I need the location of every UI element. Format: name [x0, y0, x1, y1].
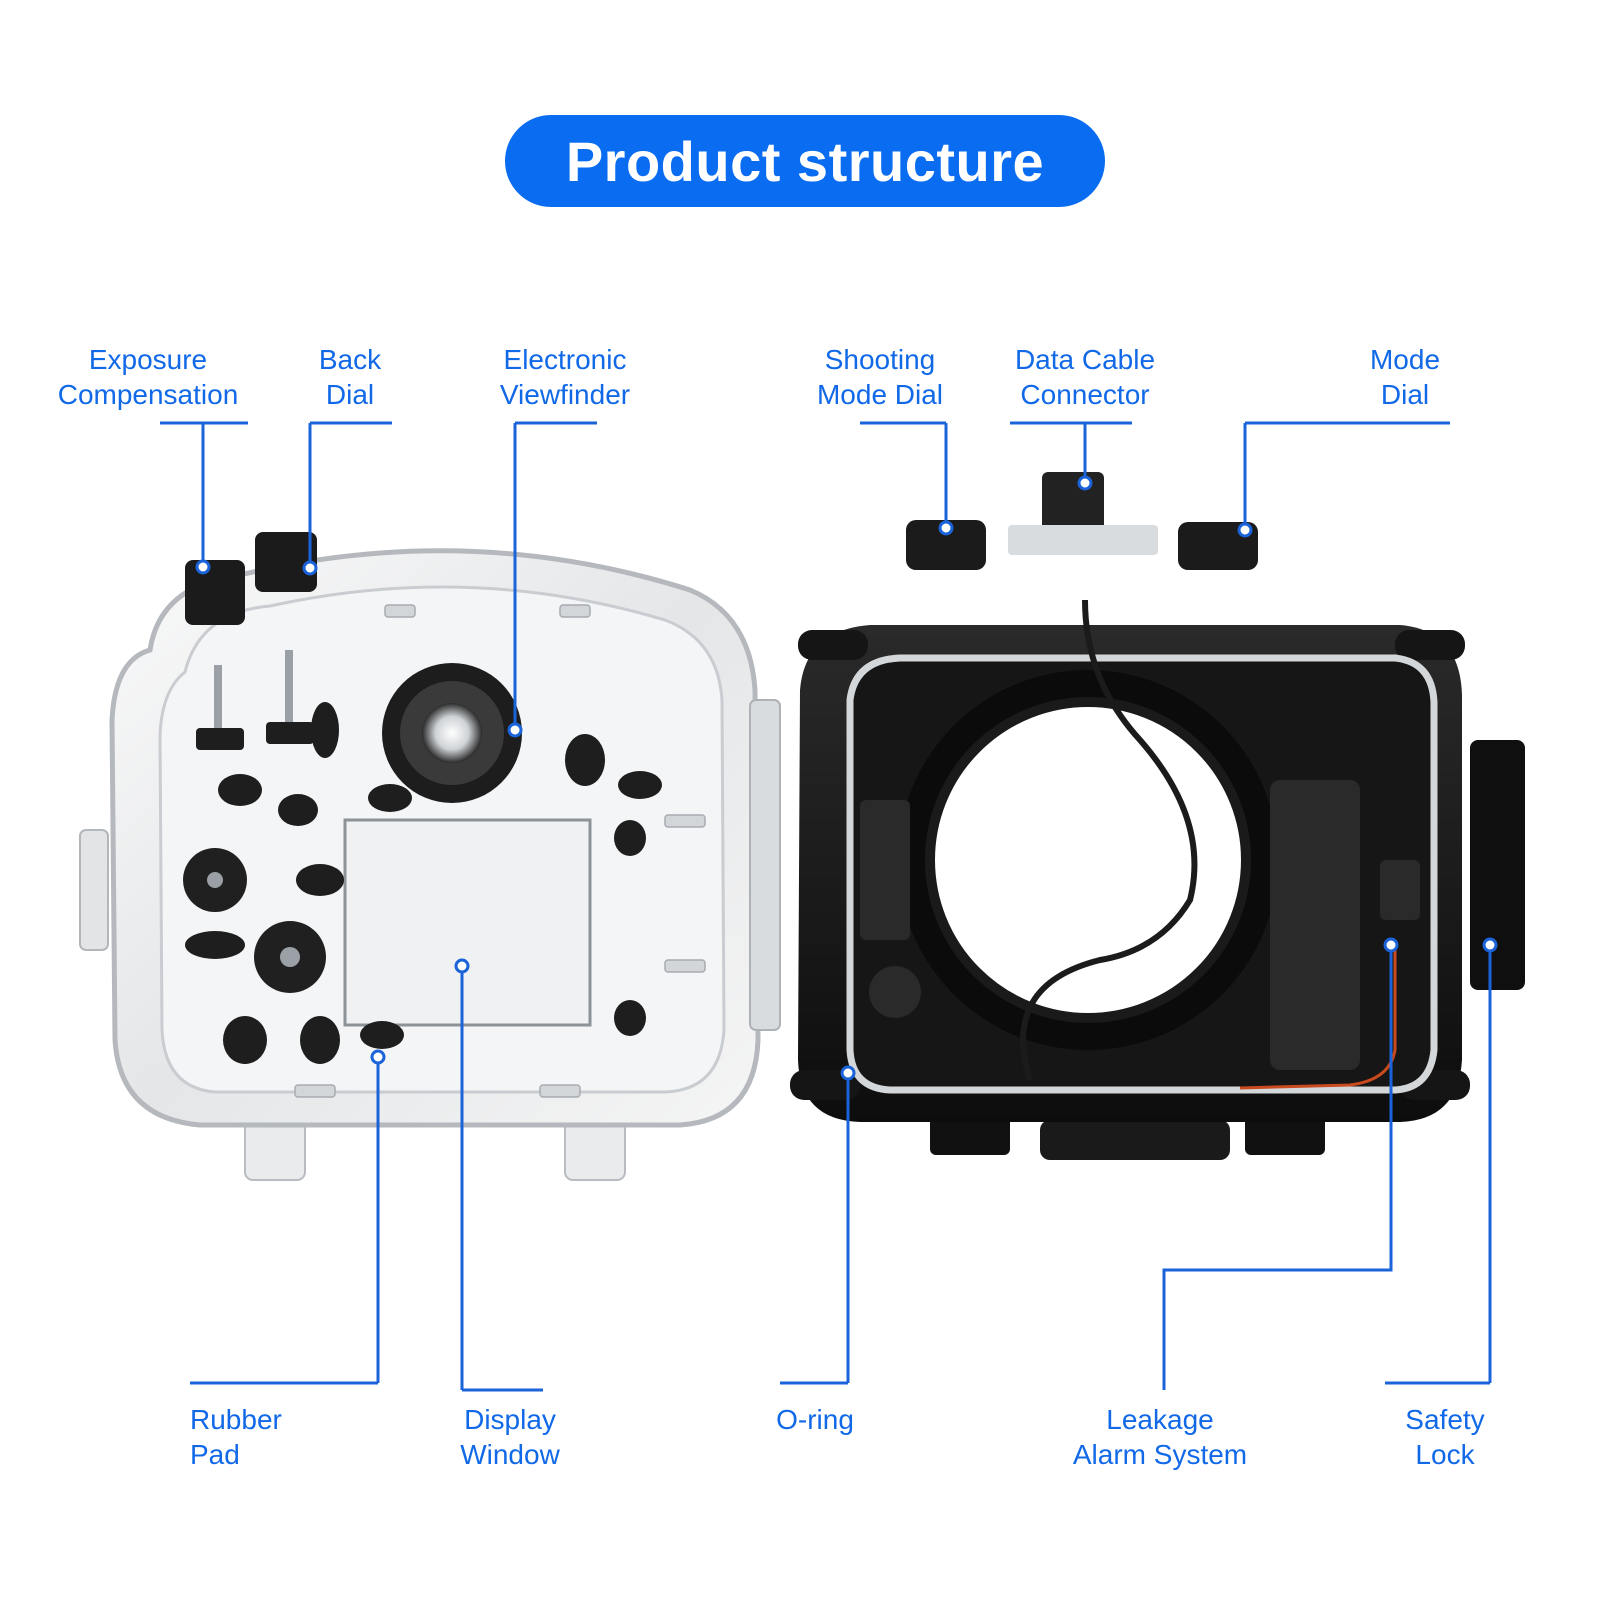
label-electronic-viewfinder: Electronic Viewfinder — [499, 344, 631, 410]
label-shooting-mode-dial: Shooting Mode Dial — [816, 344, 944, 410]
leader-lines — [160, 421, 1492, 1392]
o-ring-marker — [840, 1065, 856, 1081]
label-data-cable-connector: Data Cable Connector — [1014, 344, 1156, 410]
safety-lock-marker — [1482, 937, 1498, 953]
shooting-mode-dial-marker — [938, 520, 954, 536]
label-exposure-compensation: Exposure Compensation — [57, 344, 239, 410]
label-display-window: Display Window — [460, 1404, 560, 1470]
label-mode-dial: Mode Dial — [1369, 344, 1441, 410]
mode-dial-marker — [1237, 522, 1253, 538]
data-cable-connector-marker — [1077, 475, 1093, 491]
back-dial-marker — [302, 560, 318, 576]
electronic-viewfinder-marker — [507, 722, 523, 738]
rubber-pad-marker — [370, 1049, 386, 1065]
title-banner: Product structure — [505, 115, 1105, 207]
clear-back-cover — [79, 532, 781, 1181]
display-window-marker — [454, 958, 470, 974]
marker-dots — [195, 475, 1498, 1081]
label-o-ring: O-ring — [776, 1404, 854, 1435]
label-leakage-alarm-system: Leakage Alarm System — [1072, 1404, 1248, 1470]
page-title: Product structure — [565, 129, 1045, 193]
black-housing-body — [790, 472, 1525, 1160]
label-back-dial: Back Dial — [318, 344, 382, 410]
label-rubber-pad: Rubber Pad — [190, 1404, 282, 1470]
label-safety-lock: Safety Lock — [1405, 1404, 1485, 1470]
exposure-compensation-marker — [195, 559, 211, 575]
leakage-alarm-marker — [1383, 937, 1399, 953]
